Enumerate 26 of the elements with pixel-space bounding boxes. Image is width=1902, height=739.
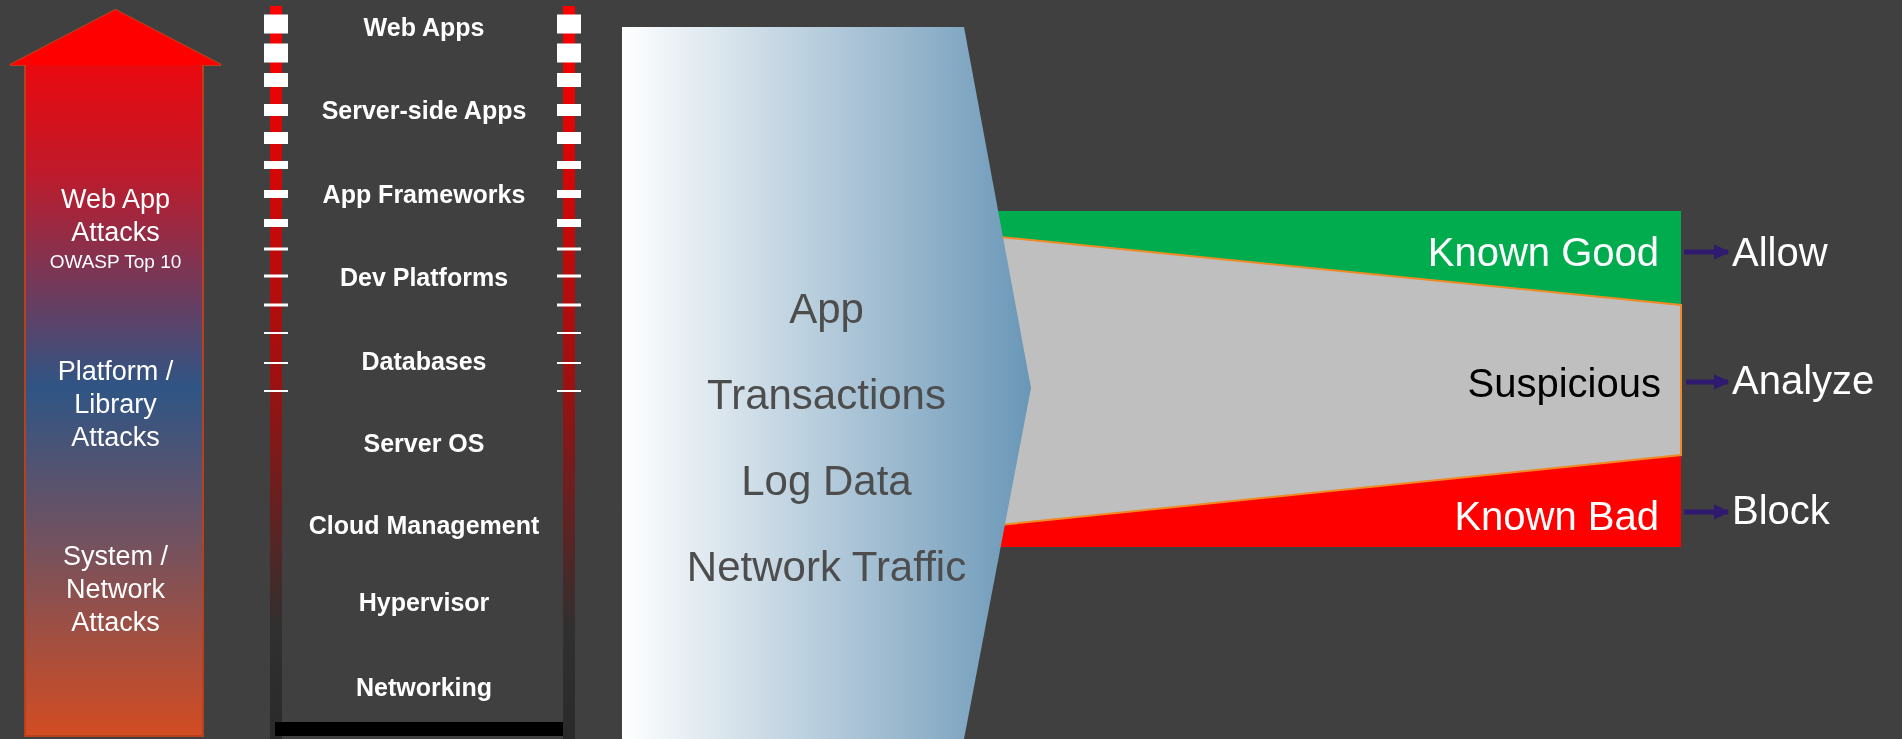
action-label: Block bbox=[1732, 490, 1830, 530]
category-label: Suspicious bbox=[1467, 363, 1661, 403]
layer-label: Dev Platforms bbox=[338, 262, 510, 292]
layer-label: Networking bbox=[354, 672, 494, 702]
input-label: Log Data bbox=[740, 460, 913, 502]
arrow bbox=[1684, 504, 1730, 520]
arrow-label: Web App Attacks bbox=[59, 183, 172, 249]
action-label: Allow bbox=[1732, 232, 1828, 272]
layer-label: Databases bbox=[360, 346, 488, 376]
input-label: Transactions bbox=[706, 374, 947, 416]
category-label: Known Good bbox=[1427, 232, 1659, 272]
layer-label: Web Apps bbox=[362, 12, 486, 42]
category-label: Known Bad bbox=[1454, 496, 1659, 536]
layer-label: Server OS bbox=[362, 428, 486, 458]
layer-label: Server-side Apps bbox=[320, 95, 528, 125]
layer-label: Hypervisor bbox=[357, 587, 491, 617]
arrow bbox=[1686, 374, 1730, 390]
arrow-label: OWASP Top 10 bbox=[48, 250, 183, 274]
action-label: Analyze bbox=[1732, 360, 1875, 400]
input-label: App bbox=[788, 288, 865, 330]
layer-label: App Frameworks bbox=[321, 179, 527, 209]
layer-label: Cloud Management bbox=[307, 510, 541, 540]
arrow bbox=[1684, 244, 1730, 260]
arrow-label: Platform / Library Attacks bbox=[56, 355, 175, 454]
input-label: Network Traffic bbox=[685, 546, 968, 588]
arrow-label: System / Network Attacks bbox=[62, 540, 169, 639]
